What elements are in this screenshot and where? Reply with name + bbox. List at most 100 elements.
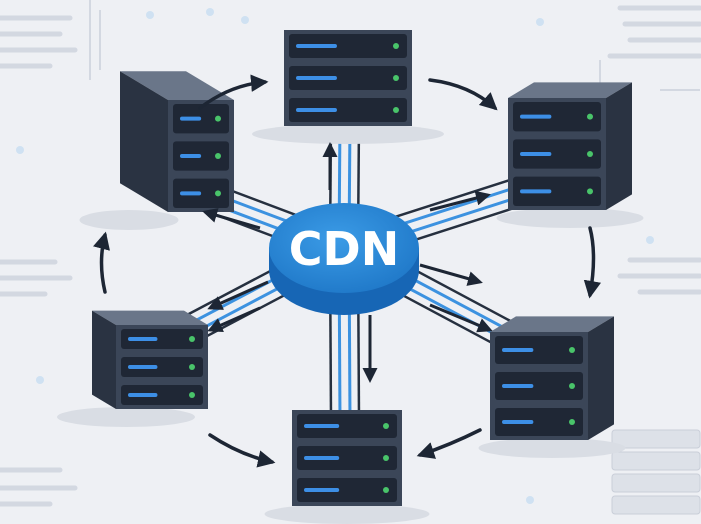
server-shadow (57, 407, 195, 427)
arrow-icon (428, 78, 498, 111)
green-led (393, 75, 399, 81)
arrow-icon (208, 433, 276, 468)
blue-led (520, 114, 552, 119)
drive-bay (297, 446, 397, 470)
green-led (189, 392, 195, 398)
server-top (120, 71, 234, 100)
drive-bay (513, 176, 601, 206)
stack-layer (611, 495, 701, 515)
decor-dot (16, 146, 24, 154)
green-led (587, 188, 593, 195)
server-stack-icon (611, 429, 701, 515)
blue-led (180, 154, 202, 158)
blue-led (180, 116, 202, 121)
blue-led (296, 44, 337, 48)
server-shadow (478, 438, 626, 458)
drive-bay (121, 329, 203, 349)
server-shadow (264, 504, 430, 524)
green-led (189, 336, 195, 342)
arrow-icon (583, 226, 602, 299)
blue-led (128, 365, 158, 369)
server-side (606, 82, 632, 210)
blue-led (502, 420, 534, 424)
arrow-icon (202, 208, 261, 230)
stack-layer (611, 473, 701, 493)
decor-dot (646, 236, 654, 244)
green-led (215, 190, 221, 197)
blue-led (520, 189, 552, 194)
drive-bay (297, 478, 397, 502)
server-side (588, 316, 614, 440)
decor-dot (241, 16, 249, 24)
green-led (587, 113, 593, 120)
flow-arrows (93, 74, 602, 468)
green-led (215, 153, 221, 159)
green-led (587, 151, 593, 157)
server-rack-icon (252, 30, 444, 144)
server-group (57, 30, 644, 524)
cdn-hub-icon: CDN (269, 203, 419, 315)
blue-led (304, 456, 340, 460)
server-shadow (252, 124, 444, 144)
server-shadow (79, 210, 179, 230)
green-led (569, 347, 575, 353)
server-rack-icon (478, 316, 626, 458)
drive-bay (495, 336, 583, 364)
decor-dot (206, 8, 214, 16)
arrow-icon (207, 306, 261, 333)
green-led (393, 43, 399, 49)
blue-led (296, 108, 337, 112)
green-led (393, 107, 399, 113)
drive-bay (297, 414, 397, 438)
green-led (215, 115, 221, 122)
arrow-icon (429, 190, 491, 212)
green-led (569, 419, 575, 425)
decor-dot (36, 376, 44, 384)
spoke-arrows (202, 142, 493, 383)
blue-led (180, 191, 202, 196)
blue-led (304, 488, 340, 492)
drive-bay (495, 372, 583, 400)
stack-layer (611, 451, 701, 471)
green-led (569, 383, 575, 389)
stack-layer (611, 429, 701, 449)
arrow-icon (429, 303, 493, 333)
cdn-label: CDN (289, 222, 399, 276)
blue-led (502, 348, 534, 352)
green-led (383, 487, 389, 493)
decor-dot (526, 496, 534, 504)
green-led (189, 364, 195, 370)
blue-led (520, 152, 552, 156)
drive-bay (121, 385, 203, 405)
server-rack-icon (496, 82, 644, 228)
blue-led (502, 384, 534, 388)
server-shadow (496, 208, 644, 228)
server-top (490, 316, 614, 332)
blue-led (304, 424, 340, 428)
server-rack-icon (79, 71, 234, 230)
server-top (508, 82, 632, 98)
arrow-icon (207, 280, 269, 310)
server-side (92, 310, 116, 409)
server-rack-icon (57, 310, 208, 427)
blue-led (128, 393, 158, 397)
arrow-icon (198, 74, 269, 110)
server-rack-icon (264, 410, 430, 524)
blue-led (296, 76, 337, 80)
drive-bay (289, 98, 407, 122)
arrow-icon (93, 231, 110, 294)
drive-bay (513, 102, 601, 132)
drive-bay (289, 66, 407, 90)
arrow-icon (416, 428, 482, 459)
drive-bay (289, 34, 407, 58)
decor-dot (536, 18, 544, 26)
drive-bay (513, 139, 601, 169)
green-led (383, 423, 389, 429)
decor-dot (146, 11, 154, 19)
drive-bay (495, 408, 583, 436)
arrow-icon (419, 263, 483, 286)
green-led (383, 455, 389, 461)
